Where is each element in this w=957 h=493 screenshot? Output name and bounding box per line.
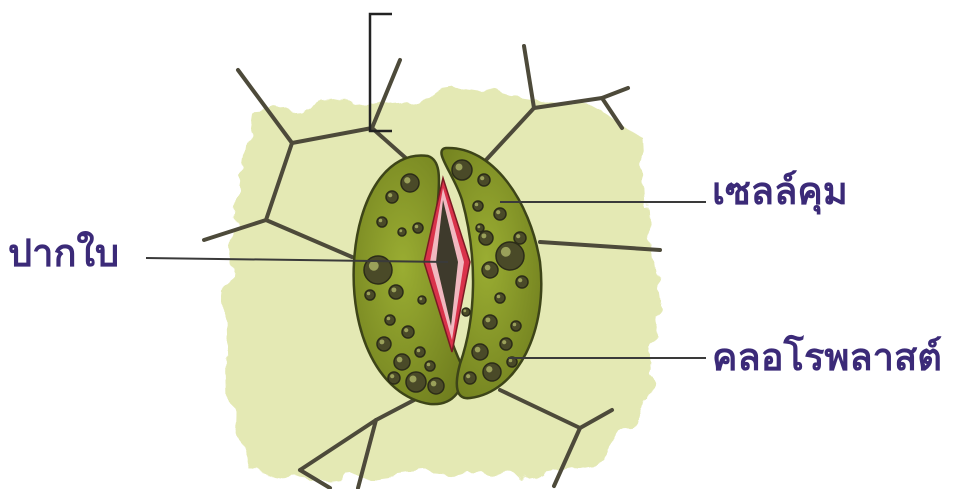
chloroplast-highlight xyxy=(497,295,501,299)
chloroplast-highlight xyxy=(387,317,391,321)
label-stoma: ปากใบ xyxy=(8,234,119,272)
chloroplast xyxy=(500,338,512,350)
chloroplast xyxy=(479,231,493,245)
chloroplast-highlight xyxy=(367,292,371,296)
chloroplast xyxy=(483,315,497,329)
chloroplast xyxy=(377,337,391,351)
chloroplast xyxy=(398,228,406,236)
chloroplast-highlight xyxy=(427,363,431,367)
chloroplast-highlight xyxy=(404,328,408,332)
chloroplast-highlight xyxy=(513,323,517,327)
chloroplast xyxy=(388,372,400,384)
chloroplast xyxy=(482,262,498,278)
chloroplast-highlight xyxy=(379,219,383,223)
chloroplast xyxy=(386,191,398,203)
chloroplast-highlight xyxy=(431,381,437,387)
chloroplast xyxy=(365,290,375,300)
chloroplast-highlight xyxy=(486,366,492,372)
chloroplast-highlight xyxy=(379,339,384,344)
chloroplast-highlight xyxy=(463,309,466,312)
chloroplast xyxy=(516,276,528,288)
chloroplast xyxy=(452,160,472,180)
chloroplast-highlight xyxy=(485,265,491,271)
chloroplast xyxy=(402,326,414,338)
chloroplast xyxy=(415,347,425,357)
chloroplast-highlight xyxy=(516,234,520,238)
cell-wall xyxy=(534,88,628,108)
chloroplast-highlight xyxy=(419,297,422,300)
chloroplast-highlight xyxy=(501,247,511,257)
chloroplast xyxy=(425,361,435,371)
chloroplast-highlight xyxy=(456,164,463,171)
chloroplast xyxy=(472,344,488,360)
chloroplast xyxy=(406,372,426,392)
chloroplast xyxy=(401,174,419,192)
chloroplast-highlight xyxy=(404,177,410,183)
chloroplast-highlight xyxy=(502,340,506,344)
chloroplast xyxy=(428,378,444,394)
chloroplast xyxy=(462,308,470,316)
chloroplast xyxy=(413,223,423,233)
chloroplast-highlight xyxy=(397,357,403,363)
chloroplast xyxy=(483,363,501,381)
chloroplast-highlight xyxy=(475,347,481,353)
chloroplast xyxy=(476,224,484,232)
chloroplast xyxy=(385,315,395,325)
chloroplast-highlight xyxy=(509,359,513,363)
chloroplast xyxy=(377,217,387,227)
chloroplast-highlight xyxy=(481,233,486,238)
chloroplast xyxy=(464,372,476,384)
chloroplast xyxy=(394,354,410,370)
chloroplast-highlight xyxy=(518,278,522,282)
chloroplast-highlight xyxy=(410,376,417,383)
chloroplast-highlight xyxy=(477,225,480,228)
chloroplast xyxy=(418,296,426,304)
chloroplast xyxy=(389,285,403,299)
chloroplast-highlight xyxy=(391,287,396,292)
chloroplast-highlight xyxy=(369,261,379,271)
chloroplast xyxy=(473,201,483,211)
label-chloroplast: คลอโรพลาสต์ xyxy=(712,338,942,376)
chloroplast xyxy=(494,208,506,220)
chloroplast-highlight xyxy=(388,193,392,197)
chloroplast-highlight xyxy=(496,210,500,214)
chloroplast-highlight xyxy=(485,317,490,322)
chloroplast-highlight xyxy=(475,203,479,207)
chloroplast-highlight xyxy=(417,349,421,353)
chloroplast-highlight xyxy=(390,374,394,378)
chloroplast xyxy=(496,242,524,270)
label-guard-cell: เซลล์คุม xyxy=(712,172,848,210)
chloroplast xyxy=(495,293,505,303)
chloroplast-highlight xyxy=(480,176,484,180)
chloroplast-highlight xyxy=(466,374,470,378)
chloroplast xyxy=(514,232,526,244)
chloroplast-highlight xyxy=(399,229,402,232)
chloroplast xyxy=(511,321,521,331)
chloroplast-highlight xyxy=(415,225,419,229)
chloroplast xyxy=(478,174,490,186)
